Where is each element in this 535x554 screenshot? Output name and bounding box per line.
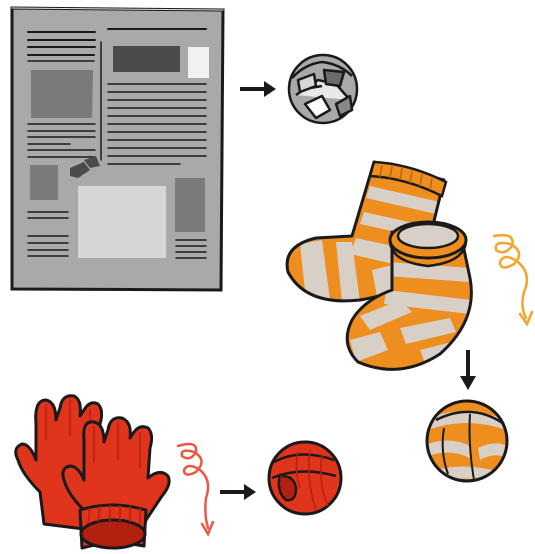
red-gloves-icon bbox=[16, 396, 169, 548]
crumpled-paper-ball-icon bbox=[289, 55, 357, 123]
curl-motion-icon bbox=[178, 444, 208, 528]
glove-ball-icon bbox=[269, 442, 341, 514]
arrow-right-icon bbox=[220, 484, 256, 500]
striped-socks-icon bbox=[287, 162, 472, 369]
curl-motion-icon bbox=[494, 235, 527, 318]
newspaper-icon bbox=[12, 8, 223, 290]
arrow-down-icon bbox=[460, 350, 476, 390]
sock-ball-icon bbox=[427, 401, 508, 484]
arrow-right-icon bbox=[240, 81, 276, 97]
